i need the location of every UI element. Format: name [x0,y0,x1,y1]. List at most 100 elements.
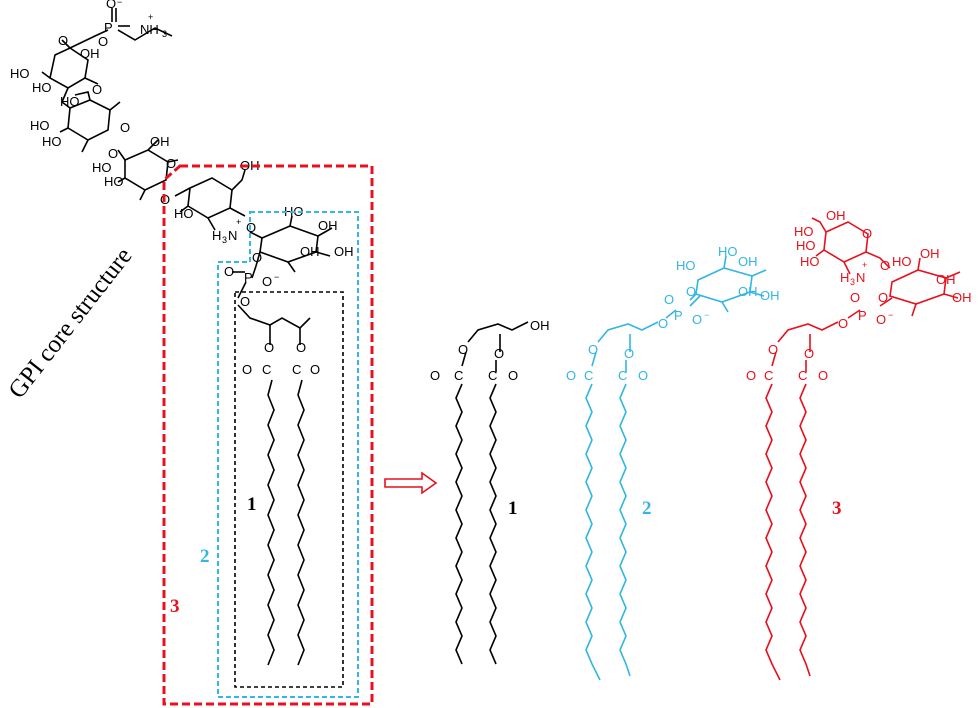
structure-2-phosphate-links [665,295,701,319]
oxygen-atom: O [664,292,674,307]
hydroxyl-label: HO [60,94,80,109]
hydroxyl-label: HO [104,174,124,189]
oxygen-atom: O [240,294,250,309]
phosphorus-atom: P [104,20,113,35]
structure-3 [765,217,961,681]
structure-1 [455,321,529,665]
hydroxyl-label: OH [826,208,846,223]
hydroxyl-label: HO [794,224,814,239]
oxygen-atom: O [880,258,890,273]
box-1-black [234,291,344,688]
hydroxyl-label: HO [892,254,912,269]
fatty-acid-chain-left [267,379,275,666]
charge-minus: − [274,272,279,282]
inositol-phosphate-link [237,265,257,299]
oxygen-atom: O [106,0,116,11]
oxygen-atom: O [768,342,778,357]
hydroxyl-label: OH [80,46,100,61]
box-2-cyan [217,211,359,698]
carbonyl-oxygen: O [242,362,252,377]
structure-1-ester-links [461,334,501,372]
hydroxyl-label: OH [300,244,320,259]
gpi-full-structure [41,8,333,666]
hydroxyl-label: HO [32,80,52,95]
oxygen-atom: O [494,346,504,361]
structure-2-labels: O P O O − O HO HO OH OH OH O O O C C O 2 [566,244,780,519]
oxygen-atom: O [252,250,262,265]
oxygen-atom: O [692,312,702,327]
oxygen-atom: O [58,33,68,48]
carbonyl-oxygen: O [818,368,828,383]
amine-label: H [212,228,221,243]
nh3-charge: + [148,12,153,22]
carbonyl-oxygen: O [310,362,320,377]
hydroxyl-label: HO [676,258,696,273]
right-arrow-icon [384,471,438,495]
oxygen-atom: O [588,342,598,357]
carbonyl-carbon: C [798,368,807,383]
hydroxyl-label: OH [936,272,956,287]
oxygen-atom: O [804,346,814,361]
amine-charge: + [862,260,867,270]
carbonyl-carbon: C [618,368,627,383]
oxygen-atom: O [850,290,860,305]
oxygen-atom: O [458,342,468,357]
box-label-2: 2 [200,546,210,567]
mannose-ring-3 [124,149,169,191]
oxygen-atom: O [624,346,634,361]
structure-3-phosphate-links [847,297,893,319]
structure-3-ester-links [771,334,811,372]
fatty-acid-chain-right [297,379,305,666]
oxygen-atom: O [92,82,102,97]
oxygen-atom: O [686,284,696,299]
hydroxyl-label: OH [952,290,972,305]
hydroxyl-label: OH [240,158,260,173]
ethanolamine-chain [61,27,173,49]
structure-2-inositol-substituents [689,255,767,313]
carbonyl-carbon: C [488,368,497,383]
structure-3-inositol-substituents [911,257,961,317]
charge-minus: − [704,310,709,320]
phosphorus-atom: P [674,308,683,323]
glucosamine-ring [187,177,233,219]
nitrogen-atom: N [856,270,865,285]
mannose-ring-3-substituents [117,139,179,201]
mannose-ring-2-substituents [59,101,121,153]
hydroxyl-label: OH [920,246,940,261]
oxygen-atom: O [658,316,668,331]
amine-subscript: 3 [222,235,227,245]
mannose-ring-1-substituents [41,71,99,103]
structure-2-glycerol [597,321,659,343]
structure-1-chain-right [489,383,497,665]
hydroxyl-label: OH [150,134,170,149]
hydroxyl-label: HO [92,160,112,175]
oxygen-atom: O [296,340,306,355]
box-label-3: 3 [170,596,180,617]
carbonyl-carbon: C [764,368,773,383]
amine-charge: + [236,217,241,227]
oxygen-atom: O [264,340,274,355]
carbonyl-oxygen: O [746,368,756,383]
nitrogen-atom: N [228,228,237,243]
structure-label-3: 3 [832,498,842,519]
carbonyl-oxygen: O [566,368,576,383]
charge-minus: − [117,0,122,7]
glycerol-backbone [237,304,311,329]
carbonyl-oxygen: O [508,368,518,383]
hydroxyl-label: OH [738,254,758,269]
carbonyl-oxygen: O [430,368,440,383]
hydroxyl-label: OH [530,318,550,333]
amine-label: H [840,270,849,285]
structure-2 [585,255,767,681]
oxygen-atom: O [166,156,176,171]
structure-3-chain-left [765,383,781,681]
oxygen-atom: O [838,316,848,331]
structure-label-2: 2 [642,498,652,519]
hydroxyl-label: HO [800,254,820,269]
mannose-ring-2-ch2oh [74,91,91,101]
carbonyl-carbon: C [454,368,463,383]
box-3-red [162,164,374,706]
oxygen-atom: O [862,226,872,241]
hydroxyl-label: HO [796,238,816,253]
phosphorus-atom: P [858,308,867,323]
